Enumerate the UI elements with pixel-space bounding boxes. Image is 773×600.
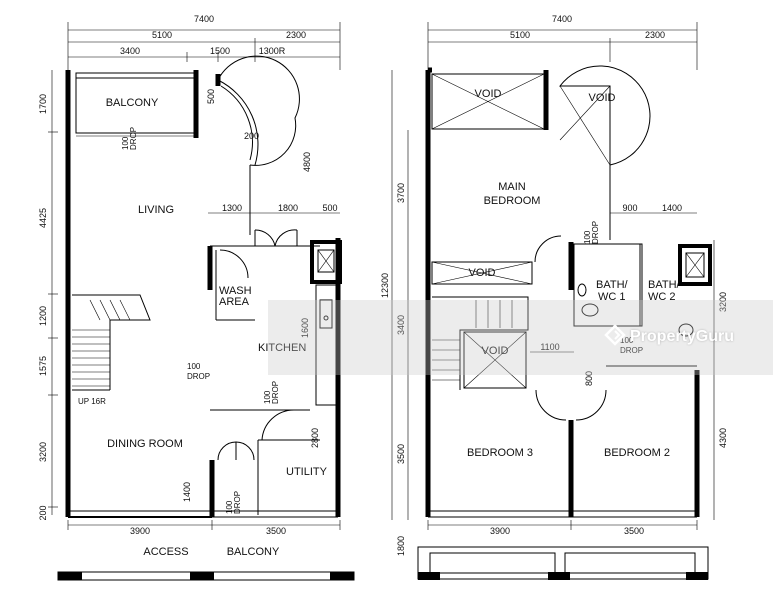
propertyguru-logo-icon <box>604 324 626 346</box>
dim-upper-5100: 5100 <box>510 30 530 40</box>
room-utility: UTILITY <box>286 466 328 478</box>
dim-lower-1300: 1300 <box>222 203 242 213</box>
dim-lower-1500: 1500 <box>210 46 230 56</box>
room-kitchen: KITCHEN <box>258 342 306 354</box>
note-drop2-value: 100 <box>187 362 201 371</box>
note-drop2-label: DROP <box>187 372 210 381</box>
dim-lower-3400: 3400 <box>120 46 140 56</box>
staircase-upper <box>432 296 529 390</box>
bath1-line1: BATH/ <box>596 279 629 291</box>
dim-lower-4800: 4800 <box>302 152 312 172</box>
dim-upper-900: 900 <box>622 203 637 213</box>
bath2-line1: BATH/ <box>648 279 681 291</box>
void-upper-2: VOID <box>589 92 616 104</box>
dim-upper-3700: 3700 <box>396 183 406 203</box>
dim-lower-1600: 1600 <box>300 318 310 338</box>
dim-lower-1300r: 1300R <box>259 46 286 56</box>
upper-floor-plan: 7400 5100 2300 3700 12300 3400 3500 3200… <box>380 14 728 580</box>
dim-lower-200-inner: 200 <box>244 131 259 141</box>
dim-upper-7400: 7400 <box>552 14 572 24</box>
watermark-text: PropertyGuru <box>630 328 735 345</box>
dim-upper-12300: 12300 <box>380 273 390 298</box>
dim-lower-1200: 1200 <box>38 306 48 326</box>
dim-upper-3200: 3200 <box>718 292 728 312</box>
room-bedroom-3: BEDROOM 3 <box>467 447 533 459</box>
note-stair-up: UP 16R <box>78 397 106 406</box>
dim-lower-7400: 7400 <box>194 14 214 24</box>
dim-lower-2800: 2800 <box>310 428 320 448</box>
dim-lower-1400: 1400 <box>182 482 192 502</box>
dim-upper-3500: 3500 <box>624 526 644 536</box>
lift-shaft-icon <box>678 244 712 286</box>
lift-shaft-icon <box>310 240 342 284</box>
room-main-line1: MAIN <box>498 181 526 193</box>
dim-lower-3500: 3500 <box>266 526 286 536</box>
room-area: AREA <box>219 296 250 308</box>
void-upper-1: VOID <box>475 88 502 100</box>
dim-upper-3500: 3500 <box>396 444 406 464</box>
lower-floor-plan: 7400 5100 2300 3400 1500 1300R 1700 4425… <box>38 14 355 581</box>
note-upper-drop2-value: 100 <box>620 336 634 345</box>
dim-upper-4300: 4300 <box>718 428 728 448</box>
dim-lower-500-b: 500 <box>322 203 337 213</box>
dim-lower-1575: 1575 <box>38 356 48 376</box>
dim-lower-1800: 1800 <box>278 203 298 213</box>
room-bedroom-2: BEDROOM 2 <box>604 447 670 459</box>
dim-lower-200: 200 <box>38 505 48 520</box>
note-upper-drop2-label: DROP <box>620 346 643 355</box>
room-living: LIVING <box>138 204 174 216</box>
dim-upper-3400: 3400 <box>396 315 406 335</box>
note-upper-drop-value: 100 <box>583 230 592 244</box>
label-access: ACCESS <box>143 546 188 558</box>
dim-lower-5100: 5100 <box>152 30 172 40</box>
room-dining: DINING ROOM <box>107 438 183 450</box>
note-drop4-value: 100 <box>225 500 234 514</box>
dim-lower-3900: 3900 <box>130 526 150 536</box>
dim-upper-1400: 1400 <box>662 203 682 213</box>
sink-icon <box>319 299 333 329</box>
dim-upper-2300: 2300 <box>645 30 665 40</box>
dim-lower-4425: 4425 <box>38 208 48 228</box>
note-drop1-label: DROP <box>129 127 138 150</box>
dim-lower-500: 500 <box>206 89 216 104</box>
dim-upper-1100: 1100 <box>540 342 559 352</box>
dim-lower-2300: 2300 <box>286 30 306 40</box>
wc-icon <box>577 283 694 337</box>
bath1-line2: WC 1 <box>598 291 626 303</box>
dim-lower-3200: 3200 <box>38 442 48 462</box>
watermark-band <box>268 300 773 375</box>
note-drop3-label: DROP <box>271 381 280 404</box>
note-drop3-value: 100 <box>263 390 272 404</box>
dim-upper-3900: 3900 <box>490 526 510 536</box>
bath2-line2: WC 2 <box>648 291 676 303</box>
void-upper-4: VOID <box>482 345 509 357</box>
note-drop4-label: DROP <box>233 491 242 514</box>
dim-upper-800: 800 <box>584 371 594 386</box>
note-upper-drop-label: DROP <box>591 221 600 244</box>
room-main-line2: BEDROOM <box>484 195 541 207</box>
label-balcony-bottom: BALCONY <box>227 546 280 558</box>
note-drop1-value: 100 <box>121 136 130 150</box>
room-balcony: BALCONY <box>106 97 159 109</box>
dim-upper-1800: 1800 <box>396 536 406 556</box>
room-wash: WASH <box>219 285 252 297</box>
dim-lower-1700: 1700 <box>38 94 48 114</box>
void-upper-3: VOID <box>469 267 496 279</box>
staircase-lower <box>72 294 151 391</box>
